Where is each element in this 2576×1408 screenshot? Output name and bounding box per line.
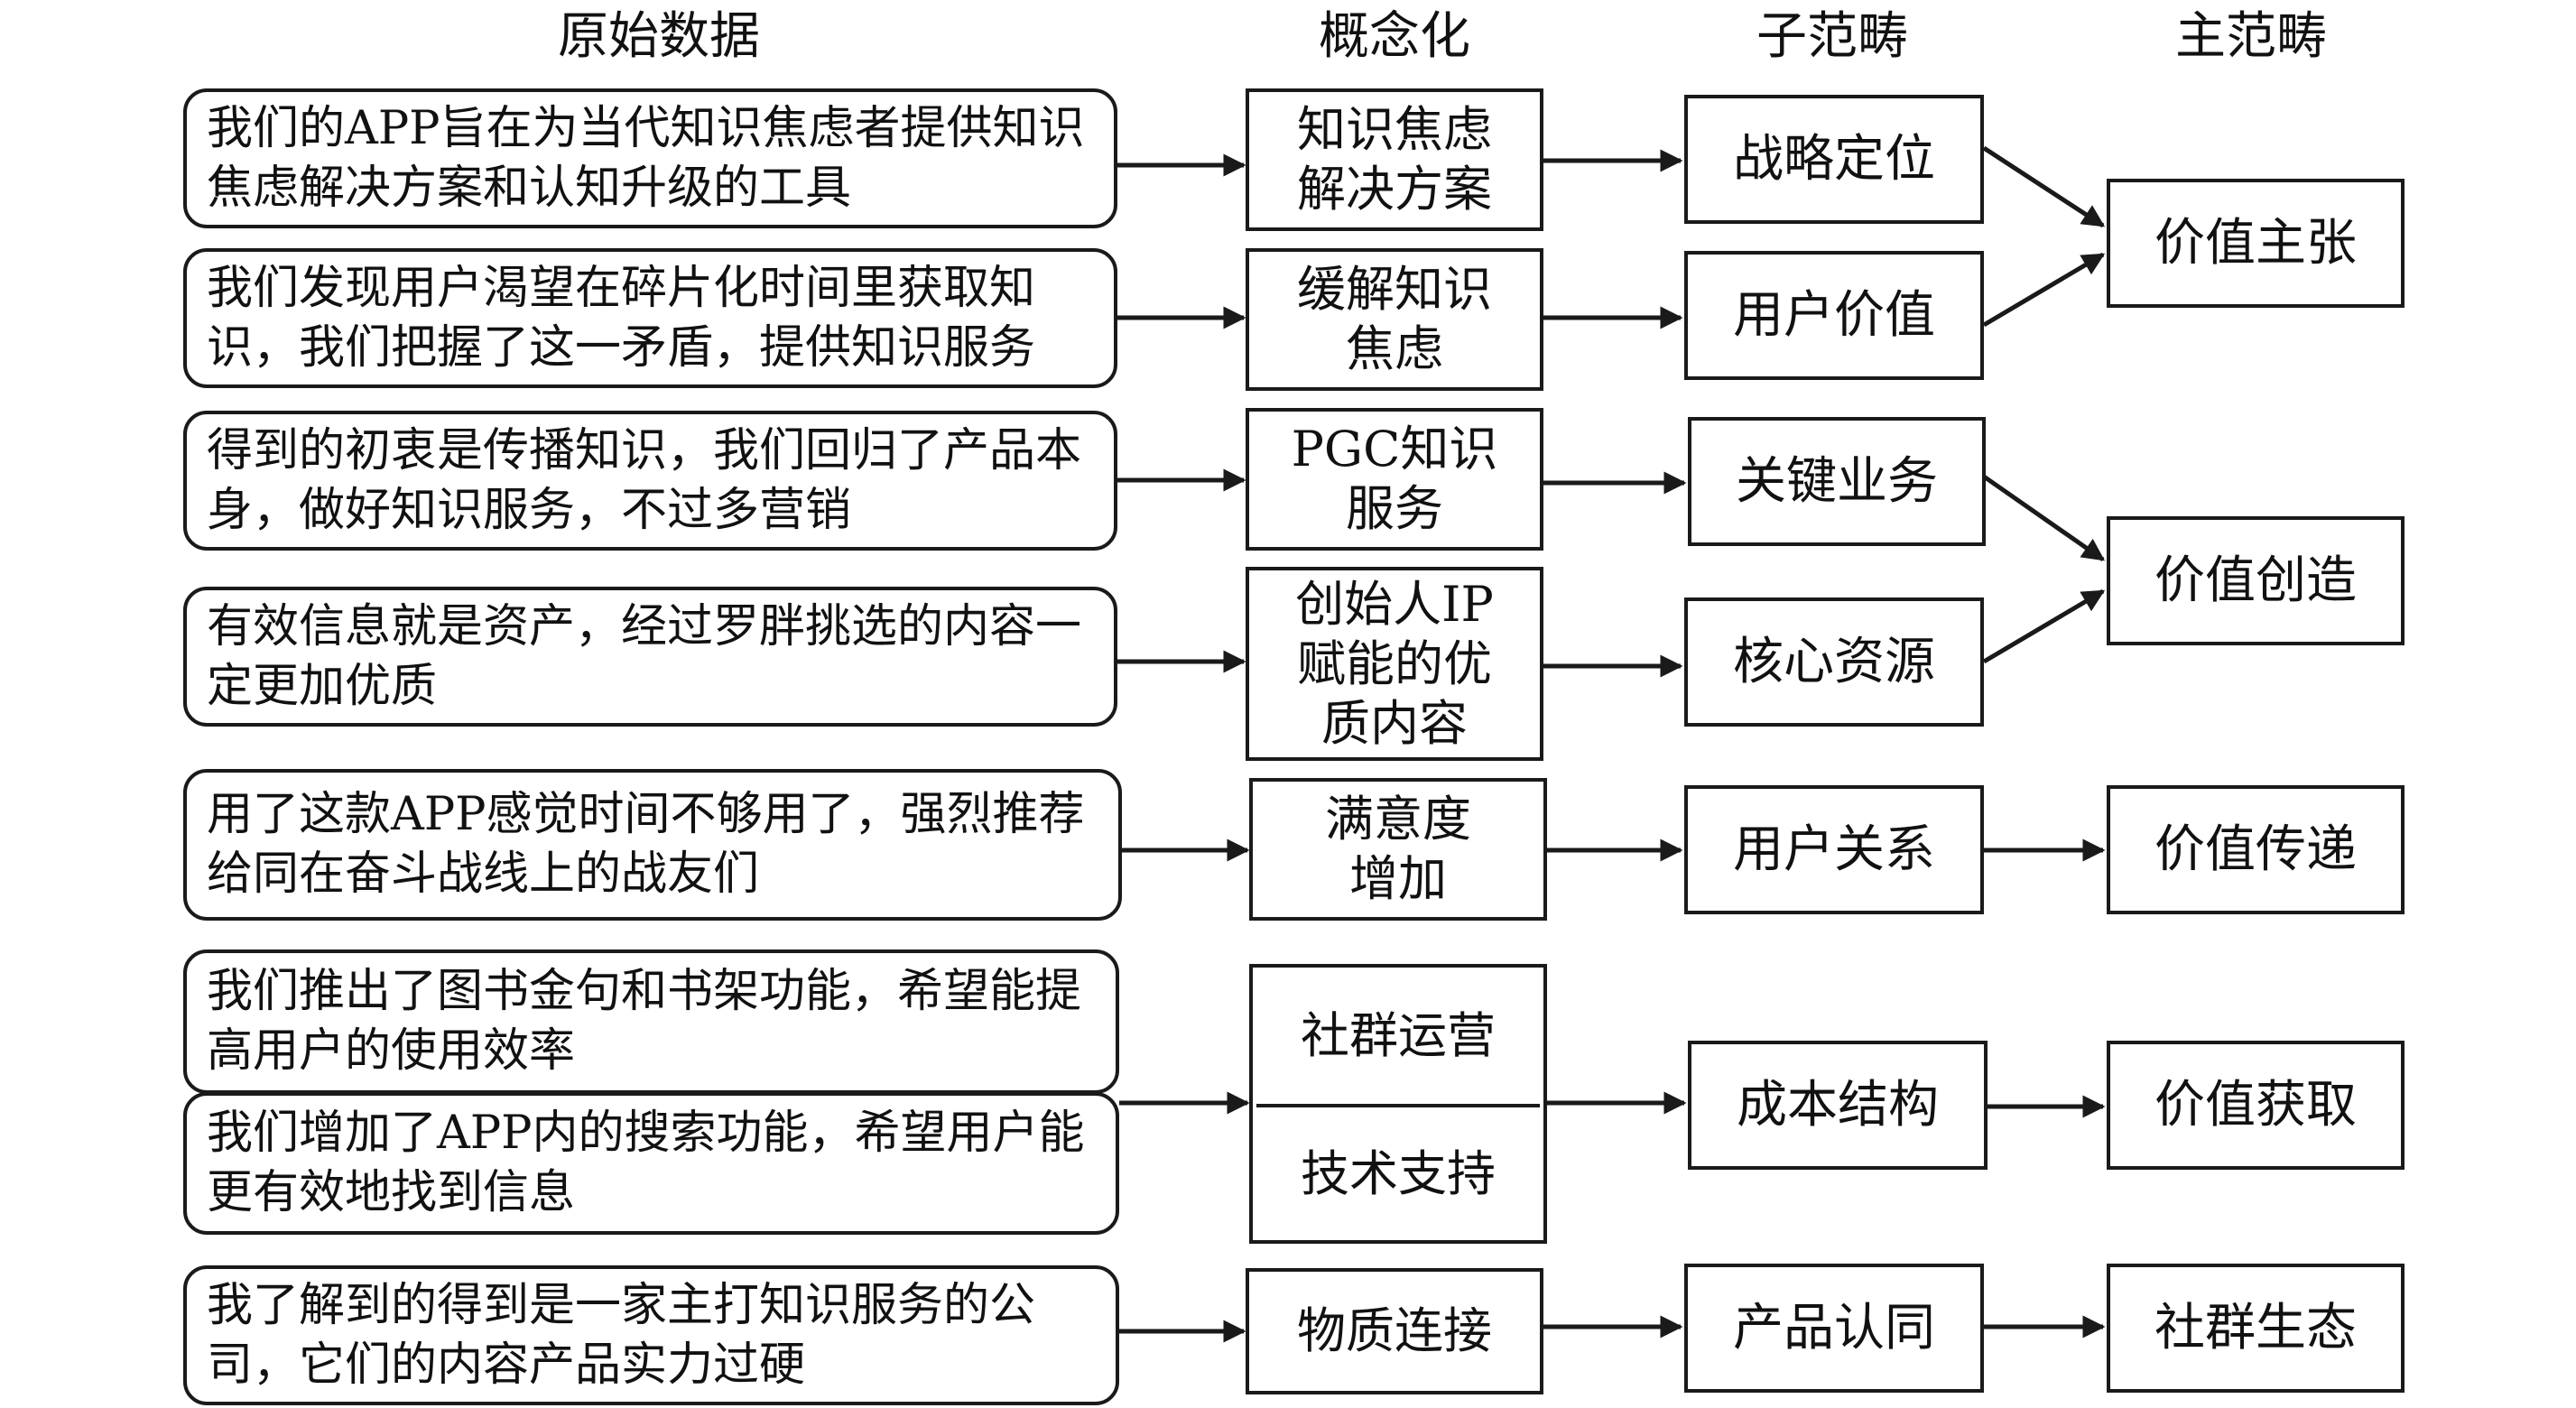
main-category-text: 价值主张 bbox=[2154, 213, 2357, 273]
main-category-box-value-capture: 价值获取 bbox=[2107, 1041, 2405, 1170]
raw-data-box-3: 得到的初衷是传播知识，我们回归了产品本身，做好知识服务，不过多营销 bbox=[183, 411, 1117, 551]
concept-box-4: 创始人IP赋能的优质内容 bbox=[1246, 567, 1543, 761]
subcategory-text: 战略定位 bbox=[1733, 129, 1935, 189]
concept-text: PGC知识服务 bbox=[1291, 421, 1498, 537]
concept-cell-community-operation: 社群运营 bbox=[1256, 968, 1540, 1107]
concept-text: 物质连接 bbox=[1297, 1302, 1492, 1359]
subcategory-box-core-resources: 核心资源 bbox=[1684, 597, 1984, 727]
concept-text: 社群运营 bbox=[1301, 1006, 1496, 1064]
header-main-category: 主范畴 bbox=[2175, 6, 2327, 66]
subcategory-box-user-value: 用户价值 bbox=[1684, 251, 1984, 380]
header-subcategory: 子范畴 bbox=[1756, 6, 1908, 66]
main-category-text: 价值创造 bbox=[2154, 551, 2357, 610]
concept-cell-technical-support: 技术支持 bbox=[1256, 1107, 1540, 1240]
concept-text: 创始人IP赋能的优质内容 bbox=[1295, 575, 1494, 752]
raw-data-text: 我们发现用户渴望在碎片化时间里获取知识，我们把握了这一矛盾，提供知识服务 bbox=[207, 261, 1036, 375]
main-category-text: 价值传递 bbox=[2154, 820, 2357, 879]
raw-data-text: 我了解到的得到是一家主打知识服务的公司，它们的内容产品实力过硬 bbox=[207, 1278, 1036, 1392]
raw-data-box-8: 我了解到的得到是一家主打知识服务的公司，它们的内容产品实力过硬 bbox=[183, 1265, 1119, 1405]
subcategory-box-user-relations: 用户关系 bbox=[1684, 785, 1984, 914]
raw-data-box-7: 我们增加了APP内的搜索功能，希望用户能更有效地找到信息 bbox=[183, 1092, 1119, 1235]
subcategory-box-key-activities: 关键业务 bbox=[1688, 417, 1986, 546]
raw-data-box-4: 有效信息就是资产，经过罗胖挑选的内容一定更加优质 bbox=[183, 587, 1117, 727]
subcategory-text: 成本结构 bbox=[1737, 1075, 1939, 1135]
concept-box-2: 缓解知识焦虑 bbox=[1246, 248, 1543, 391]
subcategory-text: 关键业务 bbox=[1736, 451, 1938, 511]
arrow-sub-3 bbox=[1982, 474, 2106, 562]
raw-data-text: 用了这款APP感觉时间不够用了，强烈推荐给同在奋斗战线上的战友们 bbox=[207, 788, 1085, 901]
concept-box-8: 物质连接 bbox=[1246, 1268, 1543, 1394]
concept-box-5: 满意度增加 bbox=[1249, 778, 1547, 921]
header-raw-data: 原始数据 bbox=[558, 6, 760, 66]
raw-data-box-1: 我们的APP旨在为当代知识焦虑者提供知识焦虑解决方案和认知升级的工具 bbox=[183, 88, 1117, 228]
main-category-box-value-creation: 价值创造 bbox=[2107, 516, 2405, 645]
concept-box-1: 知识焦虑解决方案 bbox=[1246, 88, 1543, 231]
raw-data-text: 我们推出了图书金句和书架功能，希望能提高用户的使用效率 bbox=[207, 965, 1082, 1078]
concept-text: 满意度增加 bbox=[1325, 791, 1471, 907]
main-category-text: 价值获取 bbox=[2154, 1075, 2357, 1135]
subcategory-box-cost-structure: 成本结构 bbox=[1688, 1041, 1988, 1170]
concept-box-3: PGC知识服务 bbox=[1246, 408, 1543, 551]
raw-data-text: 我们增加了APP内的搜索功能，希望用户能更有效地找到信息 bbox=[207, 1107, 1085, 1219]
concept-box-pair: 社群运营 技术支持 bbox=[1249, 964, 1547, 1244]
arrow-sub-4 bbox=[1982, 588, 2106, 664]
subcategory-text: 用户关系 bbox=[1733, 820, 1935, 879]
raw-data-box-5: 用了这款APP感觉时间不够用了，强烈推荐给同在奋斗战线上的战友们 bbox=[183, 769, 1122, 921]
main-category-box-value-delivery: 价值传递 bbox=[2107, 785, 2405, 914]
raw-data-box-2: 我们发现用户渴望在碎片化时间里获取知识，我们把握了这一矛盾，提供知识服务 bbox=[183, 248, 1117, 388]
concept-text: 缓解知识焦虑 bbox=[1297, 261, 1492, 377]
main-category-box-community-ecology: 社群生态 bbox=[2107, 1264, 2405, 1393]
raw-data-text: 我们的APP旨在为当代知识焦虑者提供知识焦虑解决方案和认知升级的工具 bbox=[207, 101, 1085, 215]
concept-text: 技术支持 bbox=[1301, 1144, 1496, 1202]
subcategory-text: 核心资源 bbox=[1733, 632, 1935, 691]
subcategory-text: 用户价值 bbox=[1733, 285, 1935, 345]
raw-data-text: 得到的初衷是传播知识，我们回归了产品本身，做好知识服务，不过多营销 bbox=[207, 423, 1082, 537]
concept-text: 知识焦虑解决方案 bbox=[1297, 101, 1492, 218]
arrow-sub-1 bbox=[1982, 145, 2106, 228]
raw-data-box-6: 我们推出了图书金句和书架功能，希望能提高用户的使用效率 bbox=[183, 949, 1119, 1094]
header-conceptualization: 概念化 bbox=[1319, 6, 1470, 66]
main-category-box-value-proposition: 价值主张 bbox=[2107, 179, 2405, 308]
subcategory-box-strategic-positioning: 战略定位 bbox=[1684, 95, 1984, 224]
arrow-sub-2 bbox=[1982, 252, 2106, 328]
raw-data-text: 有效信息就是资产，经过罗胖挑选的内容一定更加优质 bbox=[207, 599, 1082, 713]
subcategory-box-product-identity: 产品认同 bbox=[1684, 1264, 1984, 1393]
subcategory-text: 产品认同 bbox=[1733, 1298, 1935, 1357]
main-category-text: 社群生态 bbox=[2154, 1298, 2357, 1357]
